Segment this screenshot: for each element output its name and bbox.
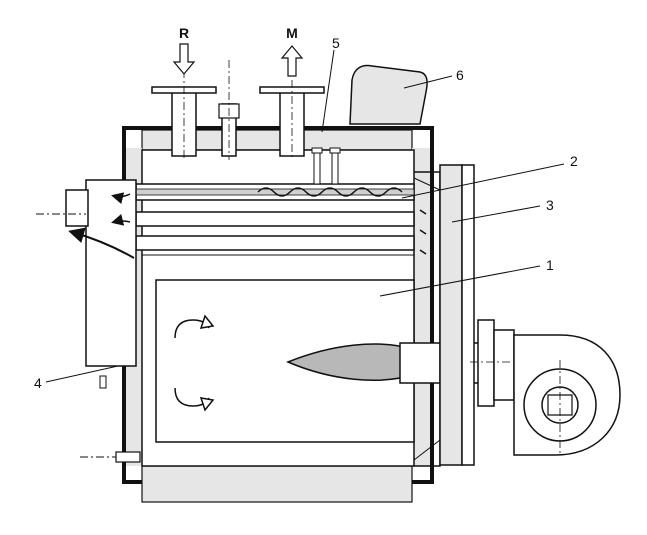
control-panel <box>349 64 428 125</box>
callout-3: 3 <box>546 197 554 213</box>
callout-5: 5 <box>332 35 340 51</box>
flue-tubes <box>135 183 415 251</box>
callout-2: 2 <box>570 153 578 169</box>
leader-lines <box>45 49 565 383</box>
return-label: R <box>179 25 189 41</box>
flow-arrow-icon <box>280 45 304 77</box>
outer-casing <box>122 126 434 503</box>
centre-lines <box>470 360 561 455</box>
flow-pipe <box>259 45 325 160</box>
drain-connection <box>80 451 141 463</box>
return-pipe <box>151 43 217 160</box>
flow-label: M <box>286 25 298 41</box>
smoke-box <box>36 179 137 389</box>
front-door <box>413 164 475 467</box>
thermo-wells <box>311 147 341 185</box>
return-arrow-icon <box>172 43 196 75</box>
sensor-pocket <box>218 60 240 160</box>
combustion-chamber <box>155 279 416 443</box>
callout-6: 6 <box>456 67 464 83</box>
callout-1: 1 <box>546 257 554 273</box>
callout-4: 4 <box>34 375 42 391</box>
